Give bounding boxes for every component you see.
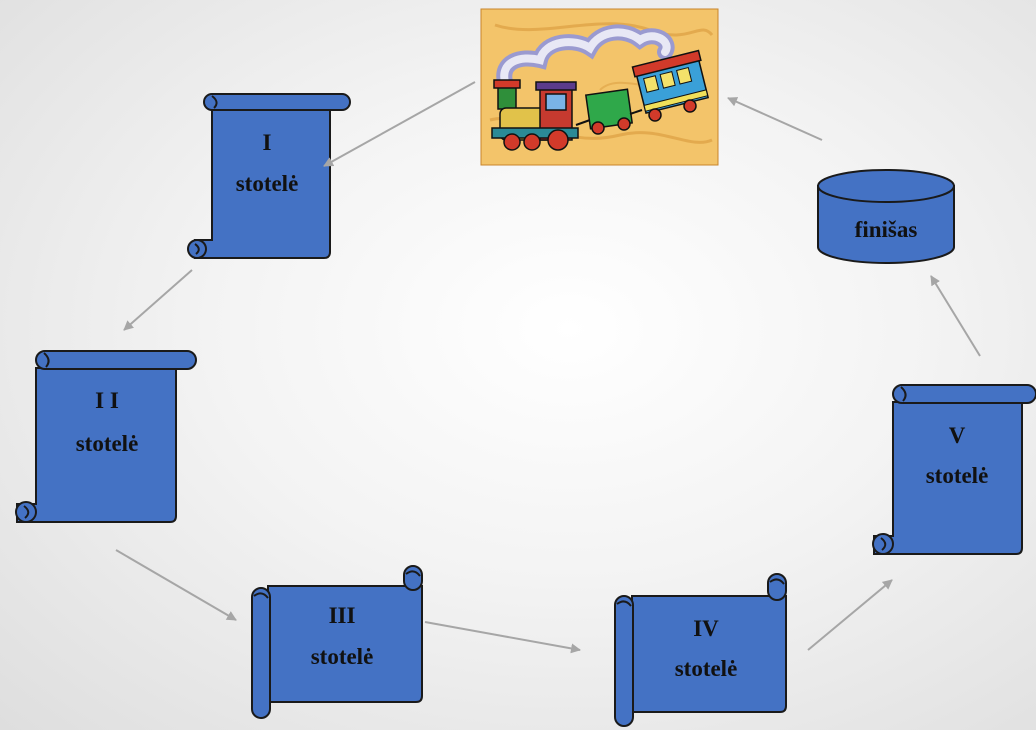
station-5-label: stotelė [926, 463, 989, 488]
station-3-label: stotelė [311, 644, 374, 669]
finish-cylinder: finišas [817, 169, 955, 264]
station-scroll-1: I stotelė [187, 93, 351, 259]
arrow-station-3-to-4 [424, 621, 581, 654]
station-scroll-5: V stotelė [872, 384, 1036, 555]
station-1-label: stotelė [236, 171, 299, 196]
arrow-picture-to-station-1 [323, 81, 476, 167]
arrow-finish-to-picture [727, 97, 823, 141]
station-2-numeral: I I [95, 388, 119, 413]
arrow-station-4-to-5 [807, 579, 893, 651]
station-3-numeral: III [329, 603, 356, 628]
station-scroll-2: I I stotelė [15, 350, 197, 523]
station-2-label: stotelė [76, 431, 139, 456]
station-1-numeral: I [263, 130, 272, 155]
station-scroll-4: IV stotelė [614, 573, 787, 727]
station-5-numeral: V [949, 423, 966, 448]
arrow-station-5-to-finish [930, 275, 981, 357]
station-scroll-3: III stotelė [251, 565, 423, 719]
station-4-numeral: IV [693, 616, 719, 641]
arrow-station-1-to-2 [123, 269, 193, 331]
station-4-label: stotelė [675, 656, 738, 681]
cycle-arrows [115, 81, 981, 654]
train-picture [480, 8, 719, 166]
arrow-station-2-to-3 [115, 549, 237, 621]
finish-label: finišas [855, 217, 918, 242]
